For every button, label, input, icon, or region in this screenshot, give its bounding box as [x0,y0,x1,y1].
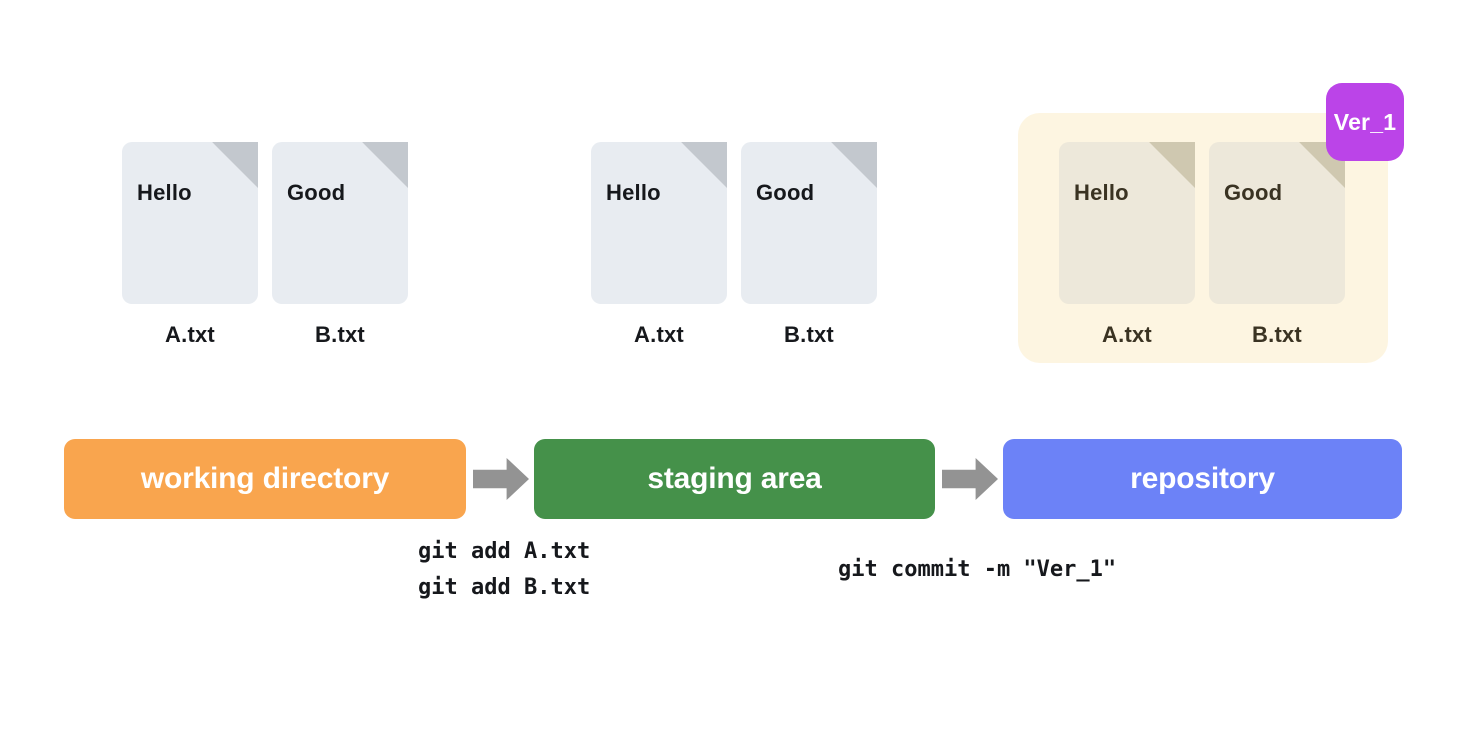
file-content: Hello [137,180,192,205]
command-git-add: git add A.txt git add B.txt [418,539,591,600]
file-page [272,142,408,304]
file-group-staging-area: Hello A.txt Good B.txt [591,142,877,358]
command-git-commit: git commit -m "Ver_1" [838,557,1117,582]
file-label-a-txt: A.txt [1102,322,1152,347]
file-page [591,142,727,304]
file-icon-b-txt[interactable]: Good [741,142,877,304]
arrow-working-directory-to-staging-area [473,458,529,500]
stage-box-staging-area[interactable]: staging area [534,439,935,519]
file-group-working-directory: Hello A.txt Good B.txt [122,142,408,358]
file-group-repository: Hello A.txt Good B.txt [1018,113,1388,363]
version-badge-ver-1[interactable]: Ver_1 [1326,83,1404,161]
file-icon-a-txt[interactable]: Hello [122,142,258,304]
file-content: Hello [1074,180,1129,205]
file-label-b-txt: B.txt [315,322,365,347]
file-label-a-txt: A.txt [165,322,215,347]
file-content: Good [756,180,815,205]
file-icon-b-txt[interactable]: Good [1209,142,1345,304]
file-content: Hello [606,180,661,205]
file-label-b-txt: B.txt [1252,322,1302,347]
stage-box-repository[interactable]: repository [1003,439,1402,519]
file-content: Good [287,180,346,205]
file-icon-b-txt[interactable]: Good [272,142,408,304]
file-icon-a-txt[interactable]: Hello [591,142,727,304]
file-icon-a-txt[interactable]: Hello [1059,142,1195,304]
file-page [1209,142,1345,304]
file-content: Good [1224,180,1283,205]
file-page [741,142,877,304]
file-label-b-txt: B.txt [784,322,834,347]
file-page [1059,142,1195,304]
arrow-staging-area-to-repository [942,458,998,500]
file-label-a-txt: A.txt [634,322,684,347]
stage-box-working-directory[interactable]: working directory [64,439,466,519]
file-page [122,142,258,304]
